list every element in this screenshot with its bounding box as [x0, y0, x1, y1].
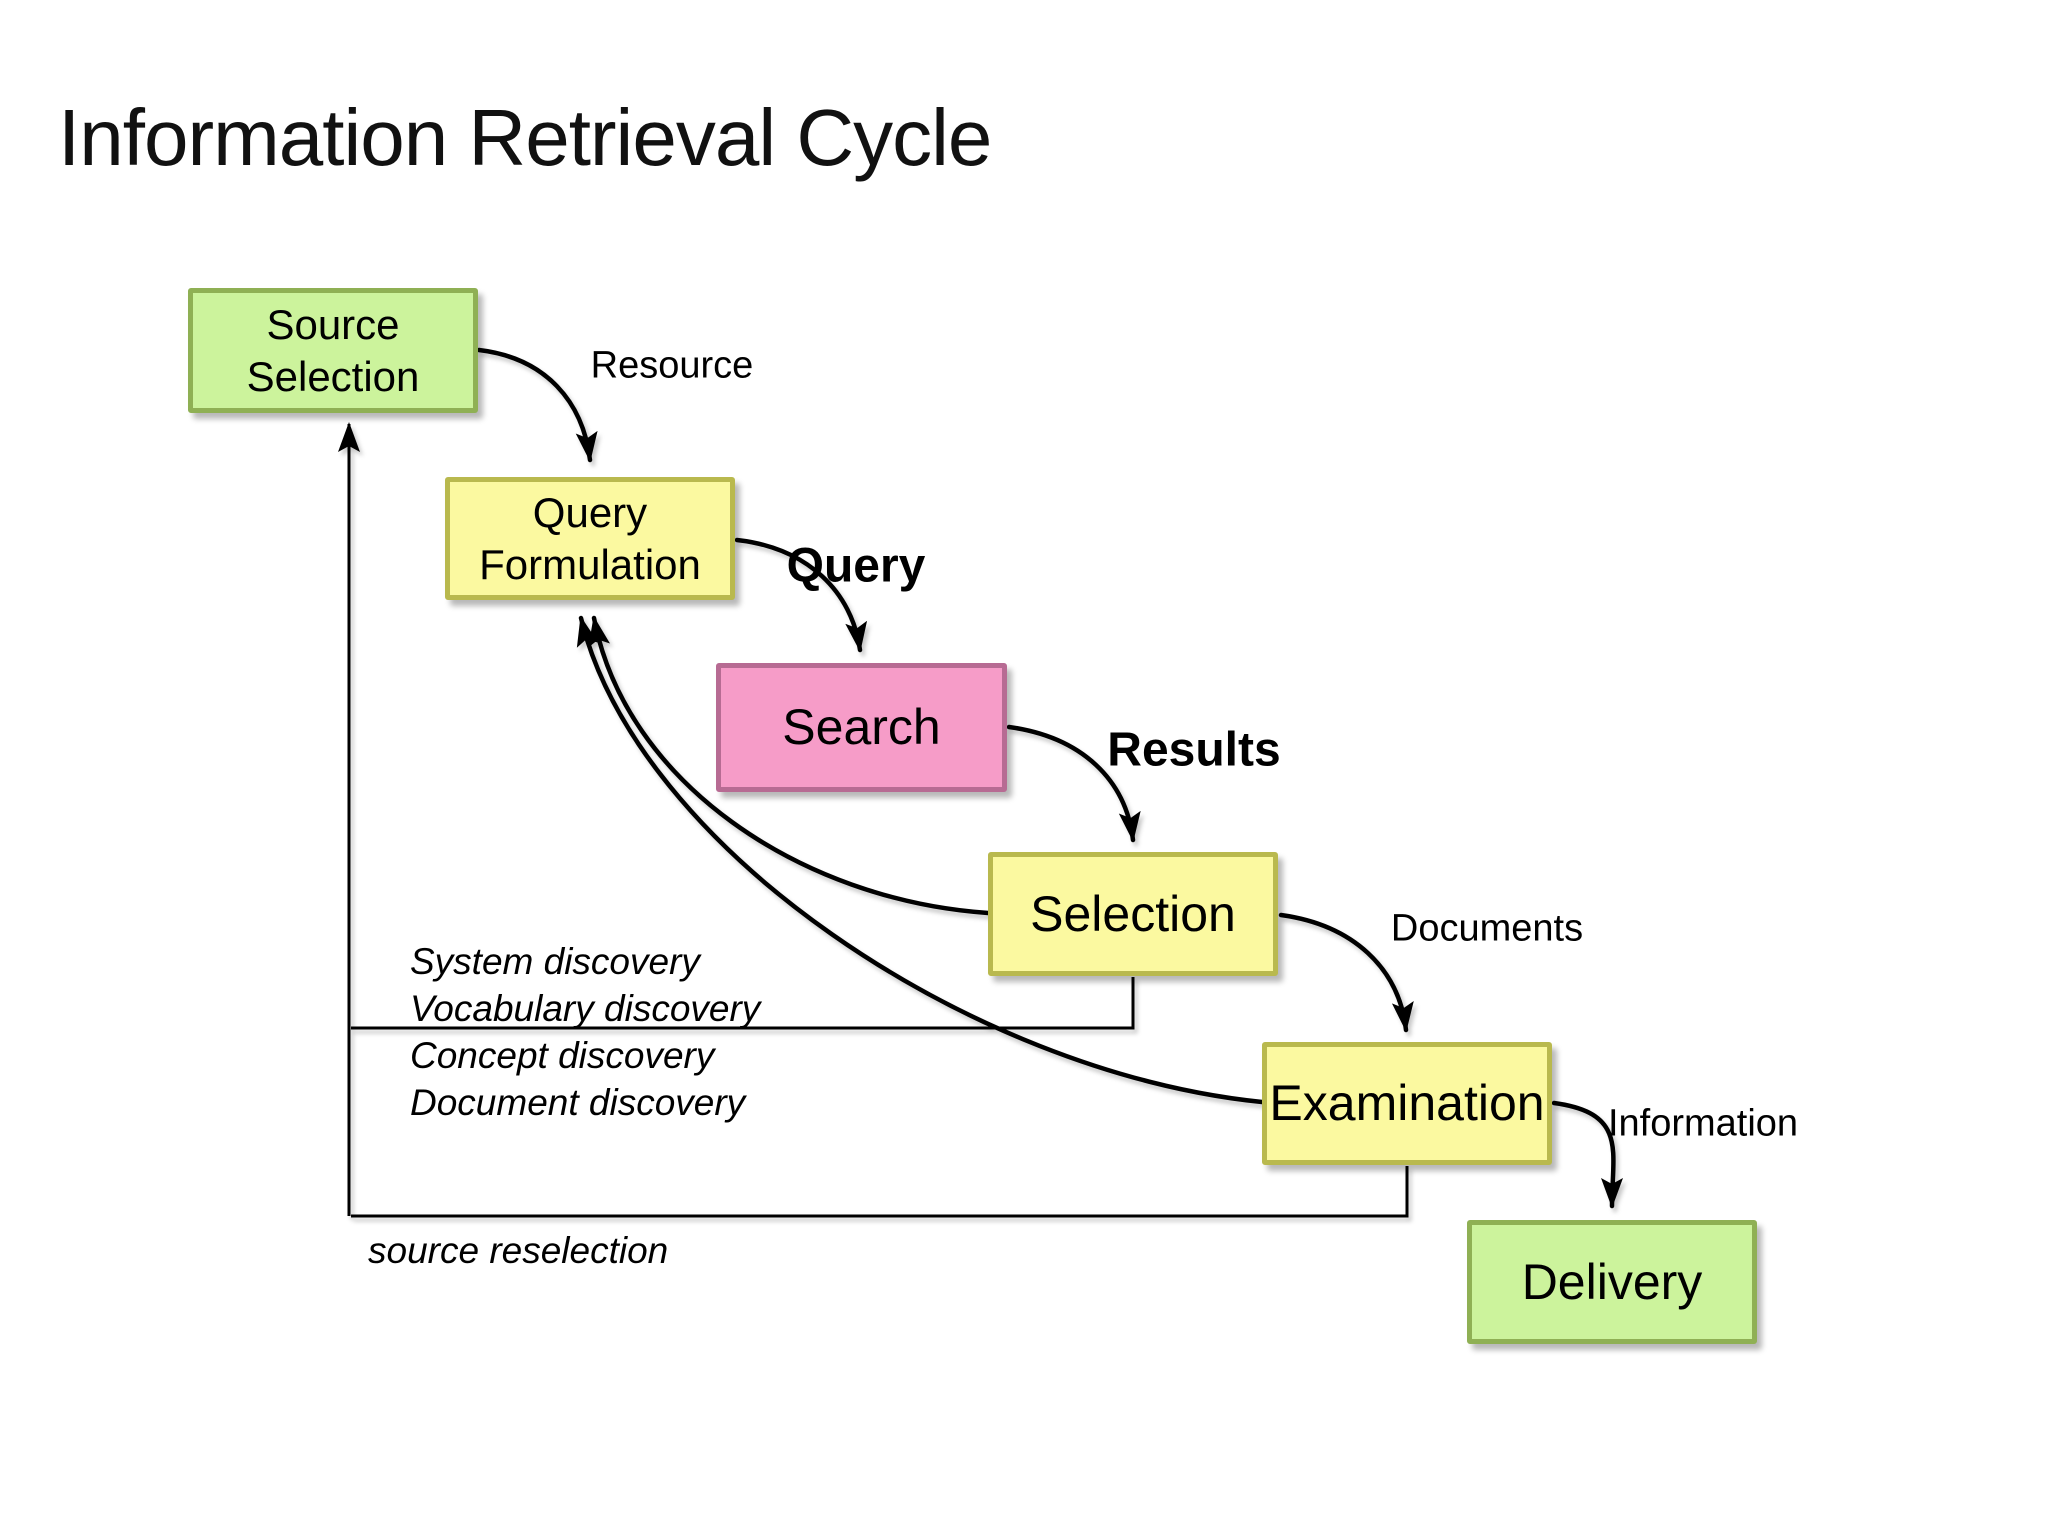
examination-return-line: [351, 1166, 1409, 1218]
examination-to-query-feedback-curve: [576, 615, 1265, 1105]
edge-label-results: Results: [1107, 723, 1281, 777]
annotation-system-discovery: System discovery: [410, 941, 700, 982]
annotation-concept-discovery: Concept discovery: [410, 1035, 715, 1076]
edge-label-information: Information: [1607, 1102, 1799, 1145]
edge-label-documents: Documents: [1390, 907, 1584, 950]
documents-arrow: [1278, 912, 1414, 1033]
query-arrow: [734, 537, 868, 653]
node-delivery: Delivery: [1467, 1220, 1757, 1344]
node-search: Search: [716, 663, 1007, 792]
selection-to-query-feedback-curve: [588, 615, 991, 916]
results-arrow: [1006, 724, 1141, 843]
discovery-annotations: System discovery Vocabulary discovery Co…: [410, 938, 760, 1126]
node-selection: Selection: [988, 852, 1278, 976]
edge-label-resource: Resource: [590, 344, 754, 387]
selection-return-line: [351, 977, 1135, 1030]
page-title: Information Retrieval Cycle: [58, 93, 992, 182]
annotation-source-reselection: source reselection: [368, 1230, 669, 1271]
edge-label-query: Query: [786, 539, 926, 593]
node-query-formulation: Query Formulation: [445, 477, 735, 600]
annotation-document-discovery: Document discovery: [410, 1082, 746, 1123]
node-examination: Examination: [1262, 1042, 1552, 1165]
resource-arrow: [476, 347, 598, 463]
annotation-vocabulary-discovery: Vocabulary discovery: [410, 988, 761, 1029]
information-arrow: [1551, 1100, 1624, 1209]
node-source-selection: Source Selection: [188, 288, 478, 413]
